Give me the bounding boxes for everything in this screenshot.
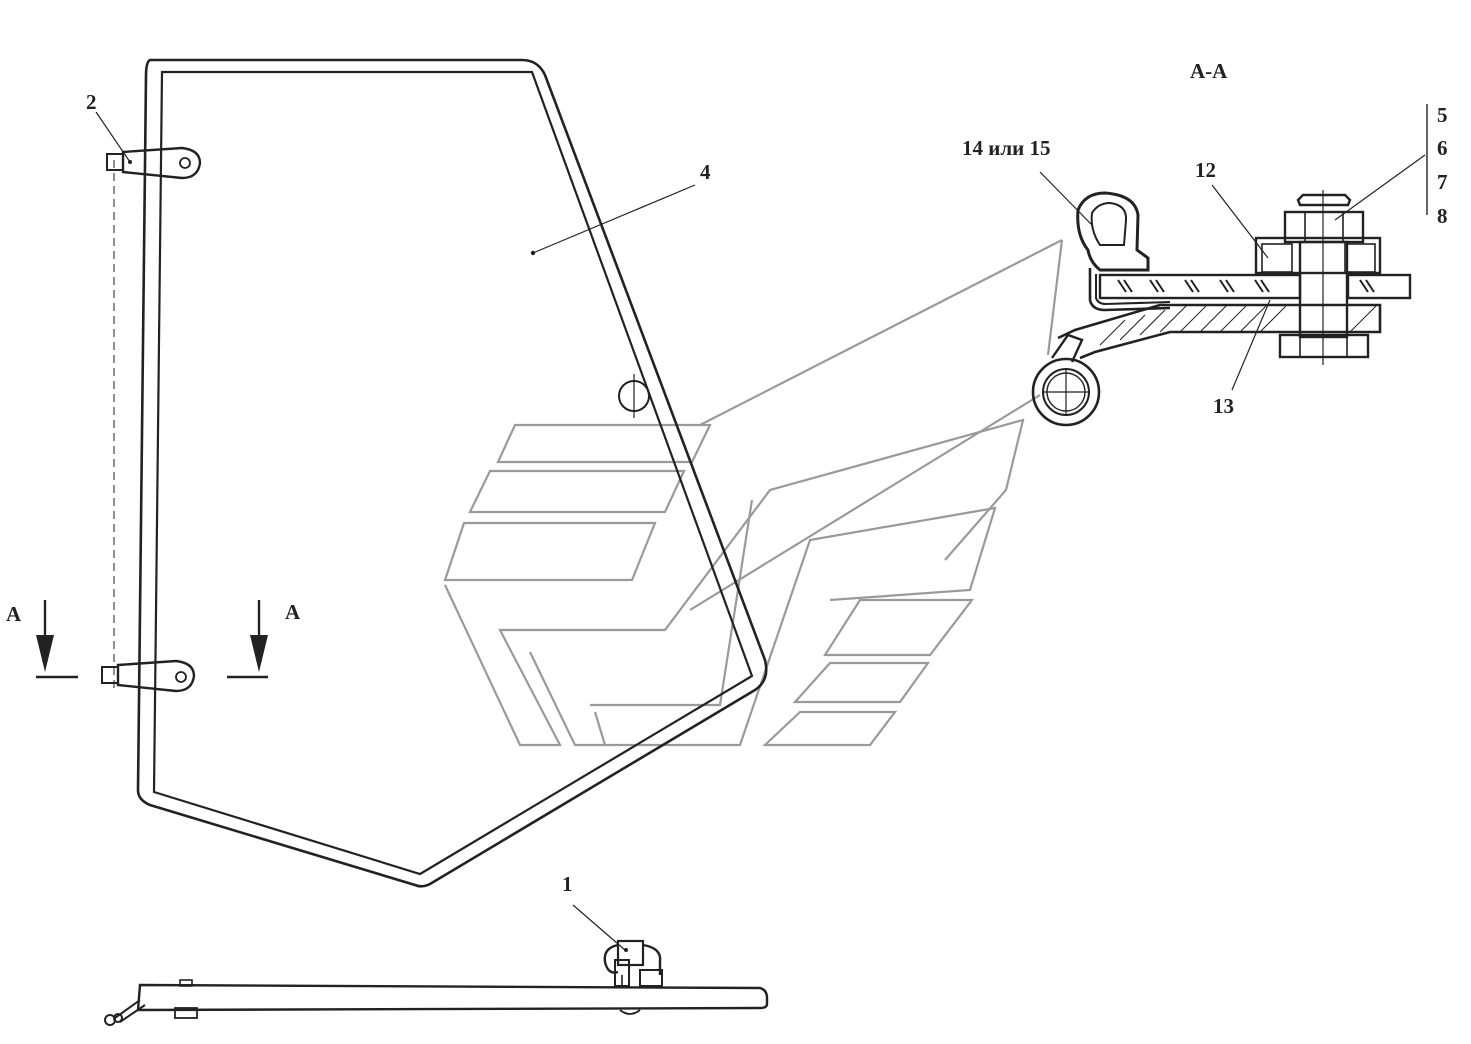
leader-1 xyxy=(572,904,626,951)
upper-hinge xyxy=(106,146,202,180)
callout-7: 7 xyxy=(1437,170,1448,194)
door-glass-frame xyxy=(136,58,768,888)
section-mark-left: А xyxy=(6,602,22,626)
section-title: А-А xyxy=(1190,59,1228,83)
leader-5-8 xyxy=(1334,154,1426,221)
latch-point xyxy=(624,948,628,952)
callout-14-15: 14 или 15 xyxy=(962,136,1050,160)
leader-12 xyxy=(1211,184,1269,259)
callout-1: 1 xyxy=(562,872,573,896)
section-mark-right: А xyxy=(285,600,301,624)
section-view xyxy=(1031,190,1412,427)
section-arrow-left xyxy=(36,600,78,679)
leader-4 xyxy=(532,184,696,254)
glass-hole xyxy=(618,374,650,418)
hinge-point xyxy=(128,160,132,164)
watermark-logo xyxy=(443,239,1064,747)
leader-2 xyxy=(95,111,131,163)
lower-hinge xyxy=(101,659,196,693)
callout-6: 6 xyxy=(1437,136,1448,160)
callout-5: 5 xyxy=(1437,103,1448,127)
callout-13: 13 xyxy=(1213,394,1234,418)
leader-13 xyxy=(1231,299,1271,391)
callout-8: 8 xyxy=(1437,204,1448,228)
latch-bracket xyxy=(603,939,663,987)
section-arrow-right xyxy=(227,600,268,679)
side-view-panel xyxy=(104,979,769,1026)
leader-14-15 xyxy=(1039,171,1093,226)
callout-2: 2 xyxy=(86,90,97,114)
callout-12: 12 xyxy=(1195,158,1216,182)
callout-4: 4 xyxy=(700,160,711,184)
